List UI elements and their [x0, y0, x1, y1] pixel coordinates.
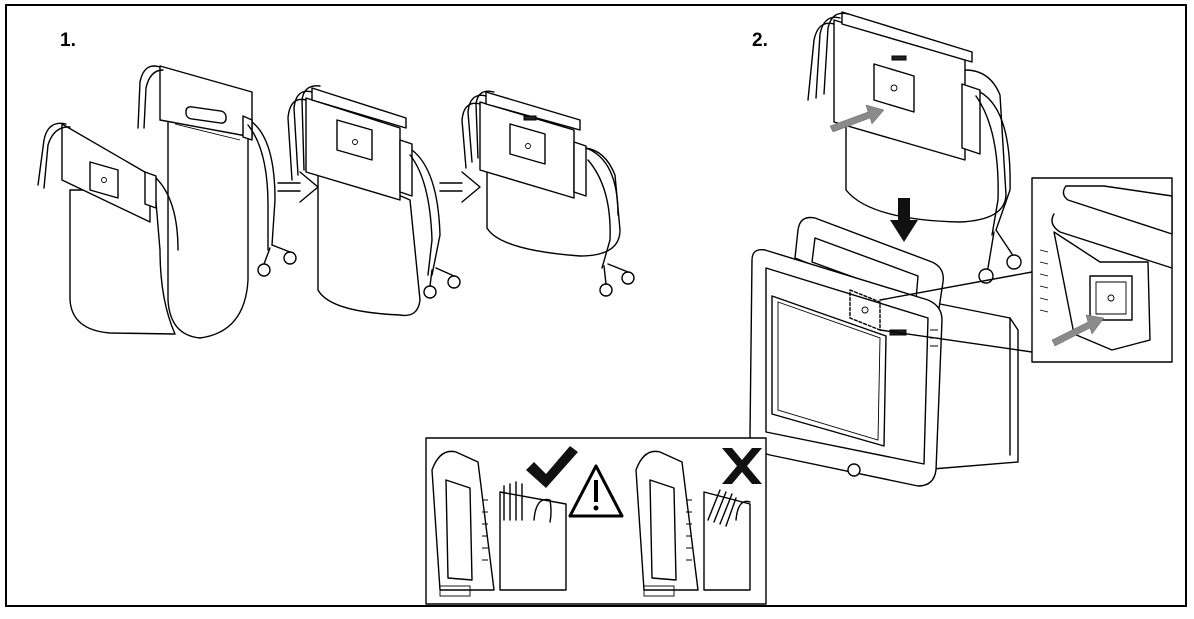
zoom-detail — [1031, 177, 1173, 363]
cuff-folded-twice — [461, 90, 635, 297]
insert-arrow-icon — [829, 104, 885, 133]
cross-icon — [722, 448, 762, 484]
checkmark-icon — [526, 446, 578, 488]
step-1-label: 1. — [60, 30, 76, 51]
step-2-label: 2. — [752, 30, 768, 51]
figure-frame — [5, 4, 1187, 607]
down-arrow-icon — [890, 198, 918, 242]
incorrect-placement — [635, 448, 762, 597]
cuff-unfolded — [37, 65, 297, 339]
implies-arrow-icon — [439, 171, 481, 203]
cuff-folded-once — [287, 85, 461, 317]
implies-arrow-icon — [277, 171, 319, 203]
cuff-insert — [807, 11, 1022, 284]
insert-arrow-icon — [1051, 314, 1105, 347]
warning-triangle-icon — [568, 464, 624, 518]
correct-placement — [431, 446, 578, 597]
monitor-device — [749, 216, 1033, 487]
storage-callout — [425, 437, 767, 605]
